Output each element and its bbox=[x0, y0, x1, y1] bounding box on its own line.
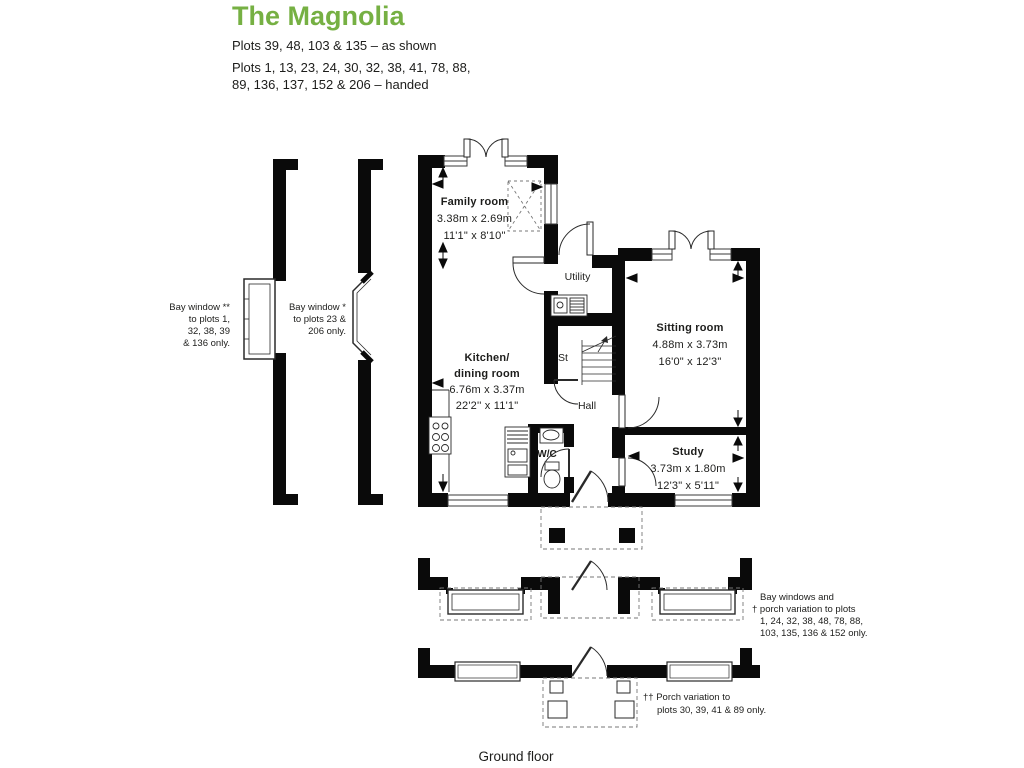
annotation-bay-window-left: Bay window ** to plots 1, 32, 38, 39 & 1… bbox=[152, 302, 230, 350]
bays-porch-line3: 1, 24, 32, 38, 48, 78, 88, bbox=[760, 616, 863, 627]
bay-left-line2: to plots 1, bbox=[188, 314, 230, 325]
bay-left-line4: & 136 only. bbox=[183, 338, 230, 349]
sitting-room-metric: 4.88m x 3.73m bbox=[652, 339, 728, 351]
wall-variant-canted-bay bbox=[352, 159, 383, 505]
ground-floor-caption: Ground floor bbox=[478, 749, 554, 764]
bay-right-line1: Bay window * bbox=[288, 302, 346, 313]
page-title: The Magnolia bbox=[232, 1, 405, 31]
family-room-metric: 3.38m x 2.69m bbox=[436, 213, 513, 225]
annotation-porch-variation: †† Porch variation to plots 30, 39, 41 &… bbox=[643, 691, 783, 717]
variation-strip-bays bbox=[418, 558, 752, 621]
kitchen-imperial: 22'2'' x 11'1" bbox=[455, 400, 519, 412]
annotation-bays-porch-variation: Bay windows and † porch variation to plo… bbox=[752, 592, 878, 640]
wc-fixtures bbox=[539, 427, 564, 489]
stairs bbox=[581, 335, 617, 385]
room-label-kitchen: Kitchen/ dining room 6.76m x 3.37m 22'2'… bbox=[420, 350, 554, 414]
kitchen-fixtures bbox=[428, 389, 531, 492]
bay-left-line3: 32, 38, 39 bbox=[187, 326, 230, 337]
wall-variant-square-bay bbox=[243, 159, 298, 505]
room-label-sitting: Sitting room 4.88m x 3.73m 16'0" x 12'3" bbox=[621, 320, 759, 371]
kitchen-name-line1: Kitchen/ bbox=[464, 352, 510, 364]
bay-right-line2: to plots 23 & bbox=[293, 314, 346, 325]
dimension-arrows bbox=[431, 166, 745, 493]
windows bbox=[443, 155, 733, 507]
room-label-hall: Hall bbox=[577, 400, 597, 412]
utility-sink bbox=[550, 294, 588, 317]
porch-note-line2: plots 30, 39, 41 & 89 only. bbox=[657, 705, 767, 716]
bay-right-line3: 206 only. bbox=[308, 326, 346, 337]
study-imperial: 12'3" x 5'11" bbox=[656, 480, 720, 492]
room-label-utility: Utility bbox=[564, 271, 591, 283]
family-room-imperial: 11'1" x 8'10" bbox=[443, 230, 506, 242]
kitchen-metric: 6.76m x 3.37m bbox=[449, 384, 525, 396]
study-name: Study bbox=[672, 446, 704, 458]
rooflight-dashed-box bbox=[507, 180, 542, 232]
doors bbox=[463, 138, 715, 503]
study-metric: 3.73m x 1.80m bbox=[650, 463, 726, 475]
bay-left-line1: Bay window ** bbox=[169, 302, 230, 313]
room-label-wc: W/C bbox=[537, 449, 557, 460]
plots-handed-line1: Plots 1, 13, 23, 24, 30, 32, 38, 41, 78,… bbox=[232, 60, 471, 75]
plots-handed-line2: 89, 136, 137, 152 & 206 – handed bbox=[232, 77, 429, 92]
sitting-room-name: Sitting room bbox=[656, 322, 724, 334]
kitchen-name-line2: dining room bbox=[454, 368, 520, 380]
front-porch bbox=[540, 506, 643, 550]
plots-as-shown-note: Plots 39, 48, 103 & 135 – as shown bbox=[232, 38, 437, 53]
sitting-room-imperial: 16'0" x 12'3" bbox=[658, 356, 722, 368]
bays-porch-line4: 103, 135, 136 & 152 only. bbox=[760, 628, 868, 639]
variation-strip-porch bbox=[418, 646, 760, 728]
plots-handed-note: Plots 1, 13, 23, 24, 30, 32, 38, 41, 78,… bbox=[232, 59, 471, 93]
room-label-family: Family room 3.38m x 2.69m 11'1" x 8'10" bbox=[407, 194, 542, 245]
porch-note-line1: †† Porch variation to bbox=[643, 692, 731, 703]
room-label-store: St bbox=[558, 352, 568, 364]
bays-porch-line1: Bay windows and bbox=[760, 592, 834, 603]
room-label-study: Study 3.73m x 1.80m 12'3" x 5'11" bbox=[619, 444, 757, 495]
annotation-bay-window-right: Bay window * to plots 23 & 206 only. bbox=[276, 302, 346, 338]
family-room-name: Family room bbox=[440, 196, 509, 208]
bays-porch-line2: † porch variation to plots bbox=[752, 604, 856, 615]
